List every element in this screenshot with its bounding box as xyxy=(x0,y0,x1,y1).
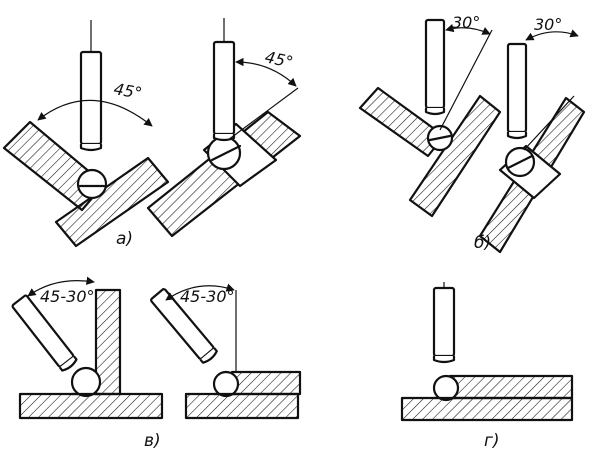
electrode-tip xyxy=(506,132,528,140)
weld-bead xyxy=(212,370,240,398)
angle-label: 45-30° xyxy=(180,287,235,306)
panel-b: 30° 30° б) xyxy=(358,13,586,254)
panel-g: г) xyxy=(400,282,574,451)
angle-label: 30° xyxy=(452,13,480,32)
plate xyxy=(408,94,502,218)
electrode-tip xyxy=(58,355,78,372)
reference-line xyxy=(227,87,299,141)
panel-label: б) xyxy=(474,233,491,253)
panel-label: в) xyxy=(144,431,161,451)
root-line xyxy=(506,154,534,170)
base-plate xyxy=(18,392,164,420)
panel-a-joint-left: 45° xyxy=(2,20,170,248)
electrode-tip xyxy=(424,108,446,116)
electrode xyxy=(79,50,103,146)
plate xyxy=(54,156,170,248)
panel-v-joint-left: 45-30° xyxy=(11,276,164,420)
weld-bead xyxy=(70,366,102,398)
weld-bead xyxy=(76,168,108,200)
angle-arc xyxy=(165,283,235,301)
base-plate xyxy=(184,392,300,420)
angle-arc xyxy=(27,276,95,297)
electrode xyxy=(424,18,446,110)
panel-label: а) xyxy=(116,229,133,249)
electrode xyxy=(212,40,236,136)
panel-label: г) xyxy=(484,431,500,451)
electrode xyxy=(506,42,528,134)
vertical-plate xyxy=(94,288,122,396)
electrode-tip xyxy=(199,347,218,364)
reference-line xyxy=(523,95,575,151)
angle-arc xyxy=(37,99,153,127)
weld-bead xyxy=(432,374,460,402)
angle-arc xyxy=(445,23,491,35)
electrode xyxy=(432,286,456,358)
reference-line xyxy=(439,29,493,131)
angle-label: 30° xyxy=(534,15,562,34)
upper-plate xyxy=(230,370,302,396)
angle-arc xyxy=(525,29,579,41)
panel-a: 45° 45° а) xyxy=(2,18,302,249)
panel-g-joint xyxy=(400,282,574,422)
angle-label: 45-30° xyxy=(40,287,95,306)
panel-b-joint-left: 30° xyxy=(358,13,502,218)
angle-arc xyxy=(235,57,297,87)
panel-v-joint-right: 45-30° xyxy=(150,283,302,420)
panel-a-joint-right: 45° xyxy=(146,18,302,238)
panel-v: 45-30° 45-30° в) xyxy=(11,276,302,451)
upper-plate xyxy=(448,374,574,400)
electrode-tip xyxy=(212,134,236,142)
electrode-tip xyxy=(432,356,456,364)
angle-label: 45° xyxy=(112,79,143,103)
root-line xyxy=(210,144,242,162)
electrode-tip xyxy=(79,144,103,152)
panel-b-joint-right: 30° xyxy=(478,15,586,254)
base-plate xyxy=(400,396,574,422)
root-line xyxy=(428,134,452,142)
